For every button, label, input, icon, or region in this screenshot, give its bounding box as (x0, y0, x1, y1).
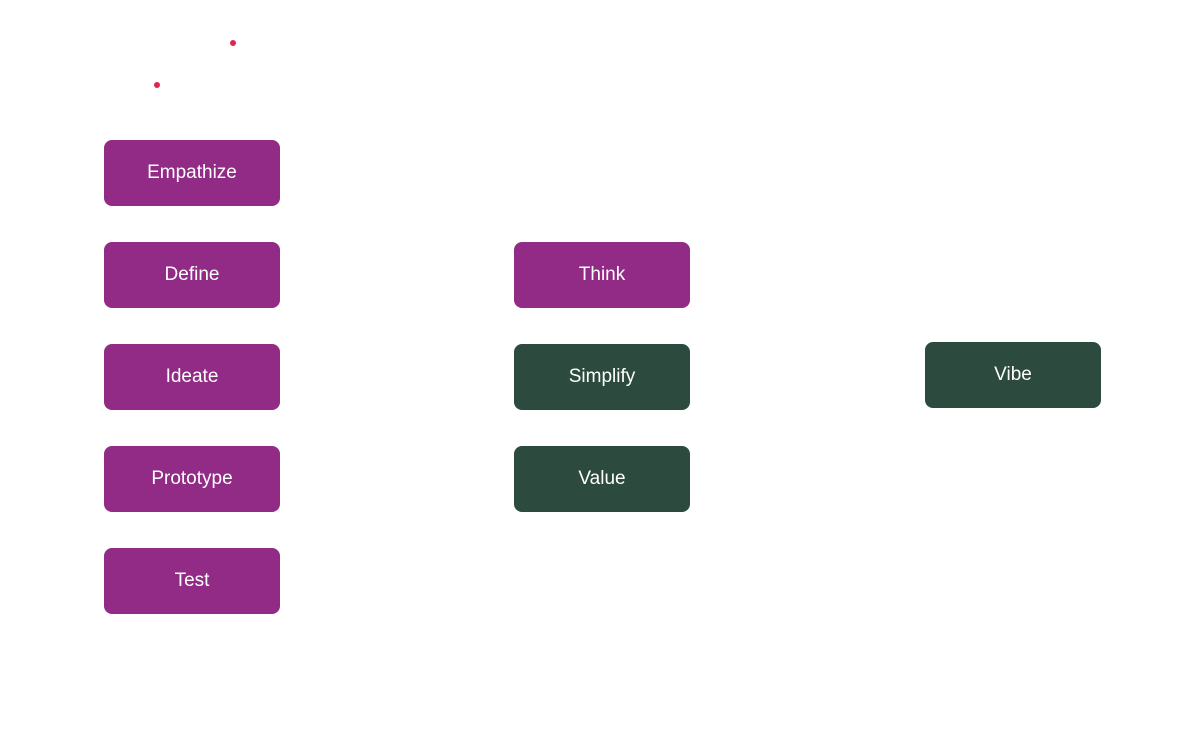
logo-accent-dot (154, 82, 160, 88)
node-think: Think (514, 242, 690, 308)
logo-accent-dot (230, 40, 236, 46)
node-empathize: Empathize (104, 140, 280, 206)
node-test: Test (104, 548, 280, 614)
node-value: Value (514, 446, 690, 512)
node-vibe: Vibe (925, 342, 1101, 408)
node-define: Define (104, 242, 280, 308)
node-prototype: Prototype (104, 446, 280, 512)
node-ideate: Ideate (104, 344, 280, 410)
node-simplify: Simplify (514, 344, 690, 410)
